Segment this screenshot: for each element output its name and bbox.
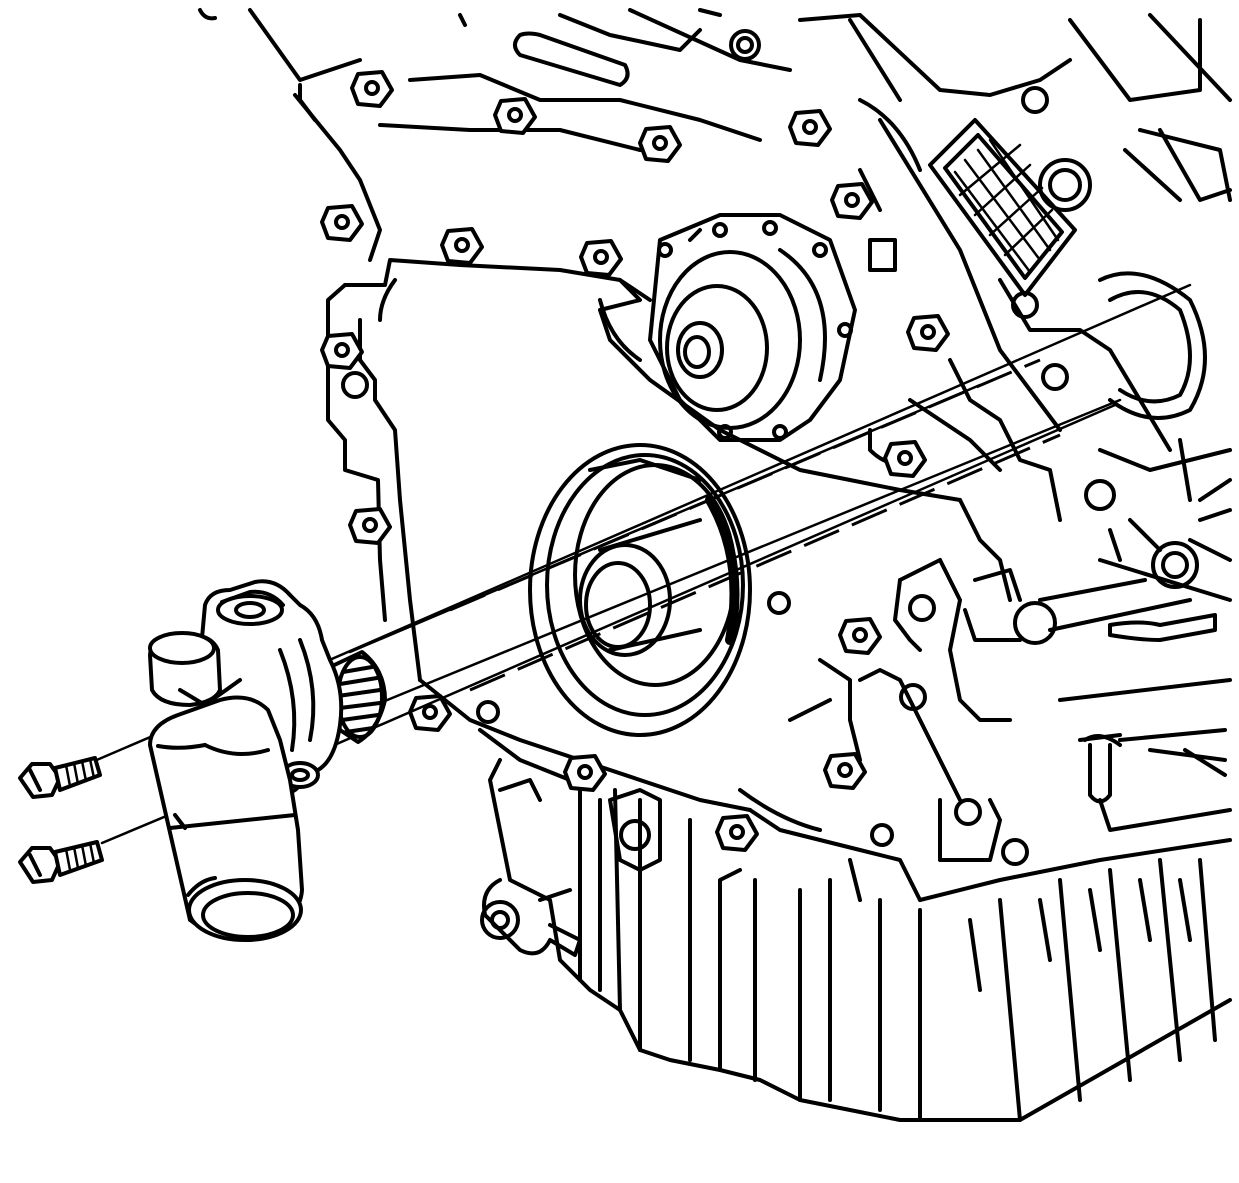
bolt-icon [883,440,927,478]
housing-bolt-upper [18,756,102,799]
housing-bolt-lower [18,840,104,884]
bolt-icon [350,70,394,108]
bolt-icon [715,814,759,852]
bolt-icon [838,617,882,655]
oil-pan [480,758,1232,1122]
crankshaft-balancer-seal [528,443,752,737]
bolt-icon [906,314,950,352]
bolt-icon [348,507,392,545]
engine-block-front-cover [198,8,1232,902]
bolt-icon [320,332,364,370]
bolt-icon [493,97,537,135]
block-bolts [320,70,950,852]
water-pump-pulley [648,213,857,442]
bolt-icon [579,239,623,277]
bolt-icon [788,109,832,147]
front-cover-grille [928,118,1077,297]
thermostat-housing [148,579,344,942]
bolt-icon [830,182,874,220]
bolt-icon [823,752,867,790]
bolt-icon [563,754,607,792]
bolt-icon [638,125,682,163]
bolt-icon [440,227,484,265]
bolt-icon [320,204,364,242]
bolt-icon [408,694,452,732]
